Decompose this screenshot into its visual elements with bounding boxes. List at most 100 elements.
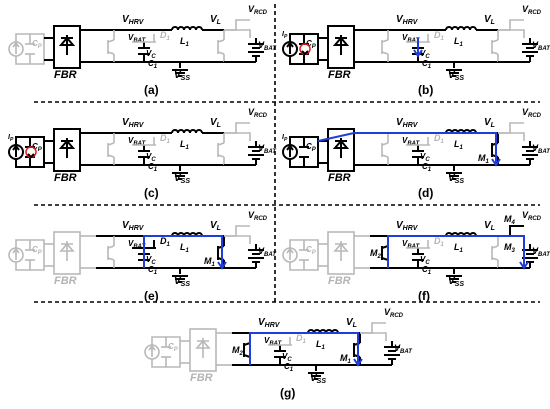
label-v-ss: VSS [174, 276, 190, 288]
label-cp: CP [168, 342, 179, 353]
fbr-block [53, 231, 81, 275]
label-ip: IP [282, 134, 288, 143]
label-v-rcd: VRCD [248, 4, 268, 16]
label-v-l: VL [210, 14, 221, 26]
label-m1: M1 [478, 153, 490, 165]
label-v-hrv: VHRV [122, 220, 145, 232]
label-v-rcd: VRCD [248, 107, 268, 119]
label-c1: C1 [422, 162, 432, 173]
label-cp: CP [32, 39, 43, 50]
label-v-bat-local: VBAT [128, 33, 147, 44]
label-v-hrv: VHRV [122, 14, 145, 26]
label-fbr: FBR [328, 69, 351, 81]
label-d1: D1 [296, 333, 307, 345]
fbr-block [53, 25, 81, 69]
label-v-ss: VSS [448, 276, 464, 288]
label-l1: L1 [180, 242, 190, 254]
label-cp: CP [306, 39, 317, 50]
current-flow-path [249, 332, 359, 365]
label-fbr: FBR [328, 172, 351, 184]
label-m2: M2 [370, 248, 382, 260]
cp-current-icon [299, 43, 311, 55]
label-v-bat-local: VBAT [402, 136, 421, 147]
current-flow-arrow [519, 261, 529, 270]
label-v-bat-local: VBAT [402, 239, 421, 250]
caption-d: (d) [418, 186, 433, 200]
current-flow-arrow [353, 358, 363, 367]
label-c1: C1 [284, 362, 294, 373]
label-c1: C1 [148, 162, 158, 173]
label-v-hrv: VHRV [396, 117, 419, 129]
label-m1: M1 [204, 256, 216, 268]
label-l1: L1 [454, 139, 464, 151]
label-m4: M4 [504, 214, 516, 226]
label-v-rcd: VRCD [384, 307, 404, 319]
label-v-hrv: VHRV [396, 220, 419, 232]
label-fbr: FBR [54, 172, 77, 184]
label-v-ss: VSS [448, 173, 464, 185]
current-flow-arrow [491, 158, 501, 167]
label-cp: CP [306, 245, 317, 256]
label-v-rcd: VRCD [522, 210, 542, 222]
label-d1: D1 [160, 236, 171, 248]
label-v-c: VC [146, 49, 156, 60]
current-flow-path [387, 235, 525, 268]
label-v-bat: VBAT [258, 143, 277, 155]
label-v-bat: VBAT [532, 143, 550, 155]
fbr-block [327, 25, 355, 69]
label-v-c: VC [282, 352, 292, 363]
label-fbr: FBR [328, 275, 351, 287]
label-v-l: VL [484, 220, 495, 232]
current-flow-path [317, 132, 497, 163]
label-v-hrv: VHRV [122, 117, 145, 129]
label-v-c: VC [420, 255, 430, 266]
label-v-rcd: VRCD [248, 210, 268, 222]
label-v-bat: VBAT [258, 246, 277, 258]
label-l1: L1 [316, 339, 326, 351]
label-c1: C1 [148, 59, 158, 70]
label-v-bat: VBAT [532, 246, 550, 258]
label-cp: CP [306, 142, 317, 153]
caption-c: (c) [144, 186, 159, 200]
label-v-l: VL [210, 220, 221, 232]
label-v-hrv: VHRV [396, 14, 419, 26]
label-c1: C1 [148, 265, 158, 276]
label-l1: L1 [454, 242, 464, 254]
current-flow-arrow [217, 261, 227, 270]
label-d1: D1 [160, 30, 171, 42]
label-c1: C1 [422, 265, 432, 276]
current-flow-path [143, 235, 223, 268]
label-fbr: FBR [54, 69, 77, 81]
label-v-ss: VSS [174, 173, 190, 185]
label-cp: CP [32, 142, 43, 153]
label-m3: M3 [504, 242, 516, 254]
label-ip: IP [282, 31, 288, 40]
caption-g: (g) [280, 386, 295, 400]
label-v-bat: VBAT [532, 40, 550, 52]
label-l1: L1 [454, 36, 464, 48]
caption-f: (f) [418, 289, 430, 303]
label-v-ss: VSS [310, 373, 326, 385]
current-flow-arrow [413, 49, 423, 58]
label-v-c: VC [146, 152, 156, 163]
label-v-c: VC [420, 49, 430, 60]
label-v-l: VL [210, 117, 221, 129]
label-fbr: FBR [190, 372, 213, 384]
label-v-bat: VBAT [394, 343, 413, 355]
caption-b: (b) [418, 83, 433, 97]
label-v-c: VC [146, 255, 156, 266]
caption-a: (a) [144, 83, 159, 97]
label-l1: L1 [180, 139, 190, 151]
label-cp: CP [32, 245, 43, 256]
label-d1: D1 [160, 133, 171, 145]
fbr-block [189, 328, 217, 372]
fbr-block [53, 128, 81, 172]
label-v-bat: VBAT [258, 40, 277, 52]
